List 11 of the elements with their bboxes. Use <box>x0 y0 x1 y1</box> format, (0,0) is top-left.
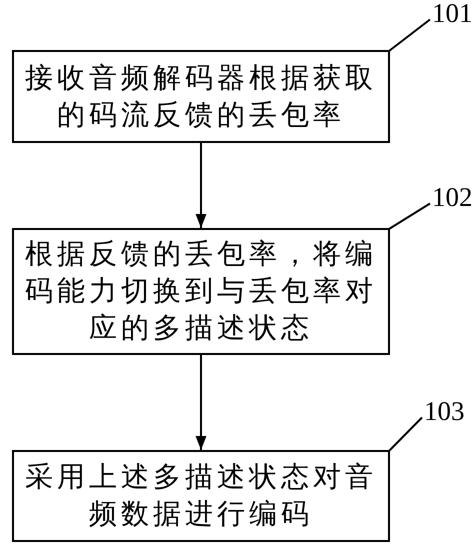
arrow <box>196 143 206 228</box>
arrow <box>196 355 206 450</box>
leader-line <box>388 202 431 230</box>
leader-line <box>388 416 423 452</box>
process-box: 采用上述多描述状态对音频数据进行编码 <box>12 450 390 542</box>
process-box: 根据反馈的丢包率，将编码能力切换到与丢包率对应的多描述状态 <box>12 228 390 355</box>
process-box: 接收音频解码器根据获取的码流反馈的丢包率 <box>12 50 390 143</box>
step-number: 101 <box>432 0 472 26</box>
leader-line <box>388 18 431 52</box>
step-number: 103 <box>424 398 464 424</box>
step-number: 102 <box>432 184 472 210</box>
